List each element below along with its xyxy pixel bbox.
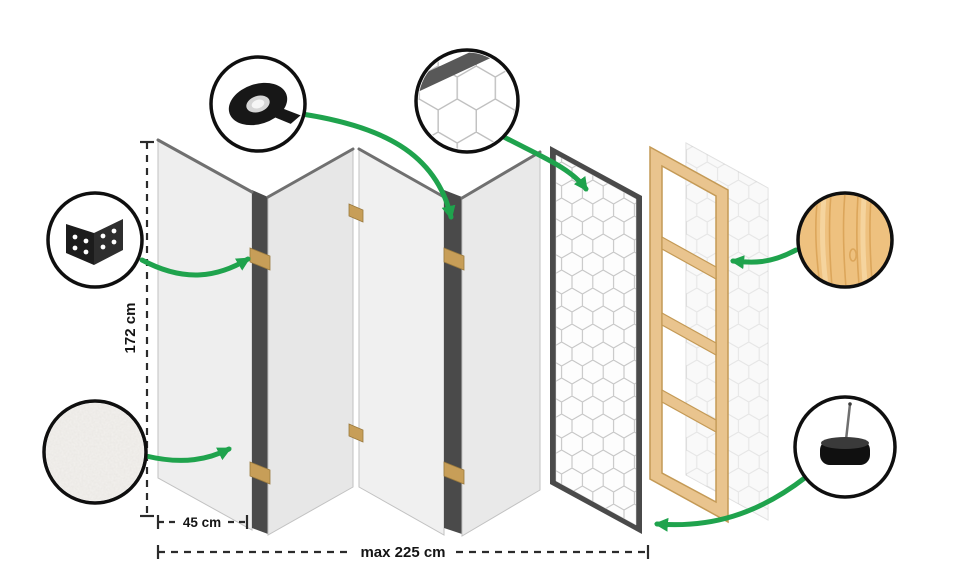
pine-wood-icon [815, 195, 873, 285]
callout-foot [793, 395, 897, 499]
nonwoven-texture-icon [46, 403, 144, 501]
print-pattern-icon [418, 52, 516, 150]
hinge-connectors [249, 203, 465, 485]
panel-fold-edge-2 [444, 190, 462, 534]
arrow-hinge-to-fold [139, 256, 251, 278]
panel-fold-edge-1 [252, 190, 268, 534]
callout-wood [796, 191, 894, 289]
decorative-panel [550, 146, 642, 534]
divider-panel-4 [461, 151, 541, 537]
arrow-tape-to-fold [299, 111, 456, 220]
arrow-foot-to-base [654, 474, 809, 532]
hinge-fold2-top [443, 247, 465, 271]
dimension-max-width [156, 545, 650, 559]
arrow-fleece-to-panel [143, 446, 232, 463]
metal-hinge-icon [66, 219, 123, 265]
hinge-fold2-bottom [443, 461, 465, 485]
callout-tape [209, 55, 307, 153]
arrow-wood-to-frame [730, 247, 799, 270]
callout-pattern-detail [414, 48, 520, 154]
dimension-height [140, 140, 154, 518]
panel-top-edges [156, 138, 542, 200]
height-label: 172 cm [122, 303, 139, 354]
callout-hinge [46, 191, 144, 289]
panel-width-label: 45 cm [183, 515, 221, 530]
dimension-panel-width [156, 515, 249, 529]
hinge-mid-bottom [348, 423, 364, 443]
connector-arrows [139, 111, 809, 532]
adhesive-tape-icon [228, 82, 301, 126]
arrow-pattern-to-panel [499, 133, 589, 192]
divider-panels [156, 138, 542, 537]
max-width-label: max 225 cm [360, 544, 445, 561]
wooden-frame [649, 145, 729, 524]
hinge-fold1-bottom [249, 461, 271, 485]
floor-protector-icon [820, 402, 870, 465]
callout-fleece [42, 399, 148, 505]
frame-rungs [661, 235, 717, 434]
hinge-fold1-top [249, 247, 271, 271]
hinge-mid-top [348, 203, 364, 223]
divider-panel-3 [358, 148, 445, 536]
divider-panel-2 [267, 148, 354, 536]
divider-panel-1 [157, 139, 253, 531]
